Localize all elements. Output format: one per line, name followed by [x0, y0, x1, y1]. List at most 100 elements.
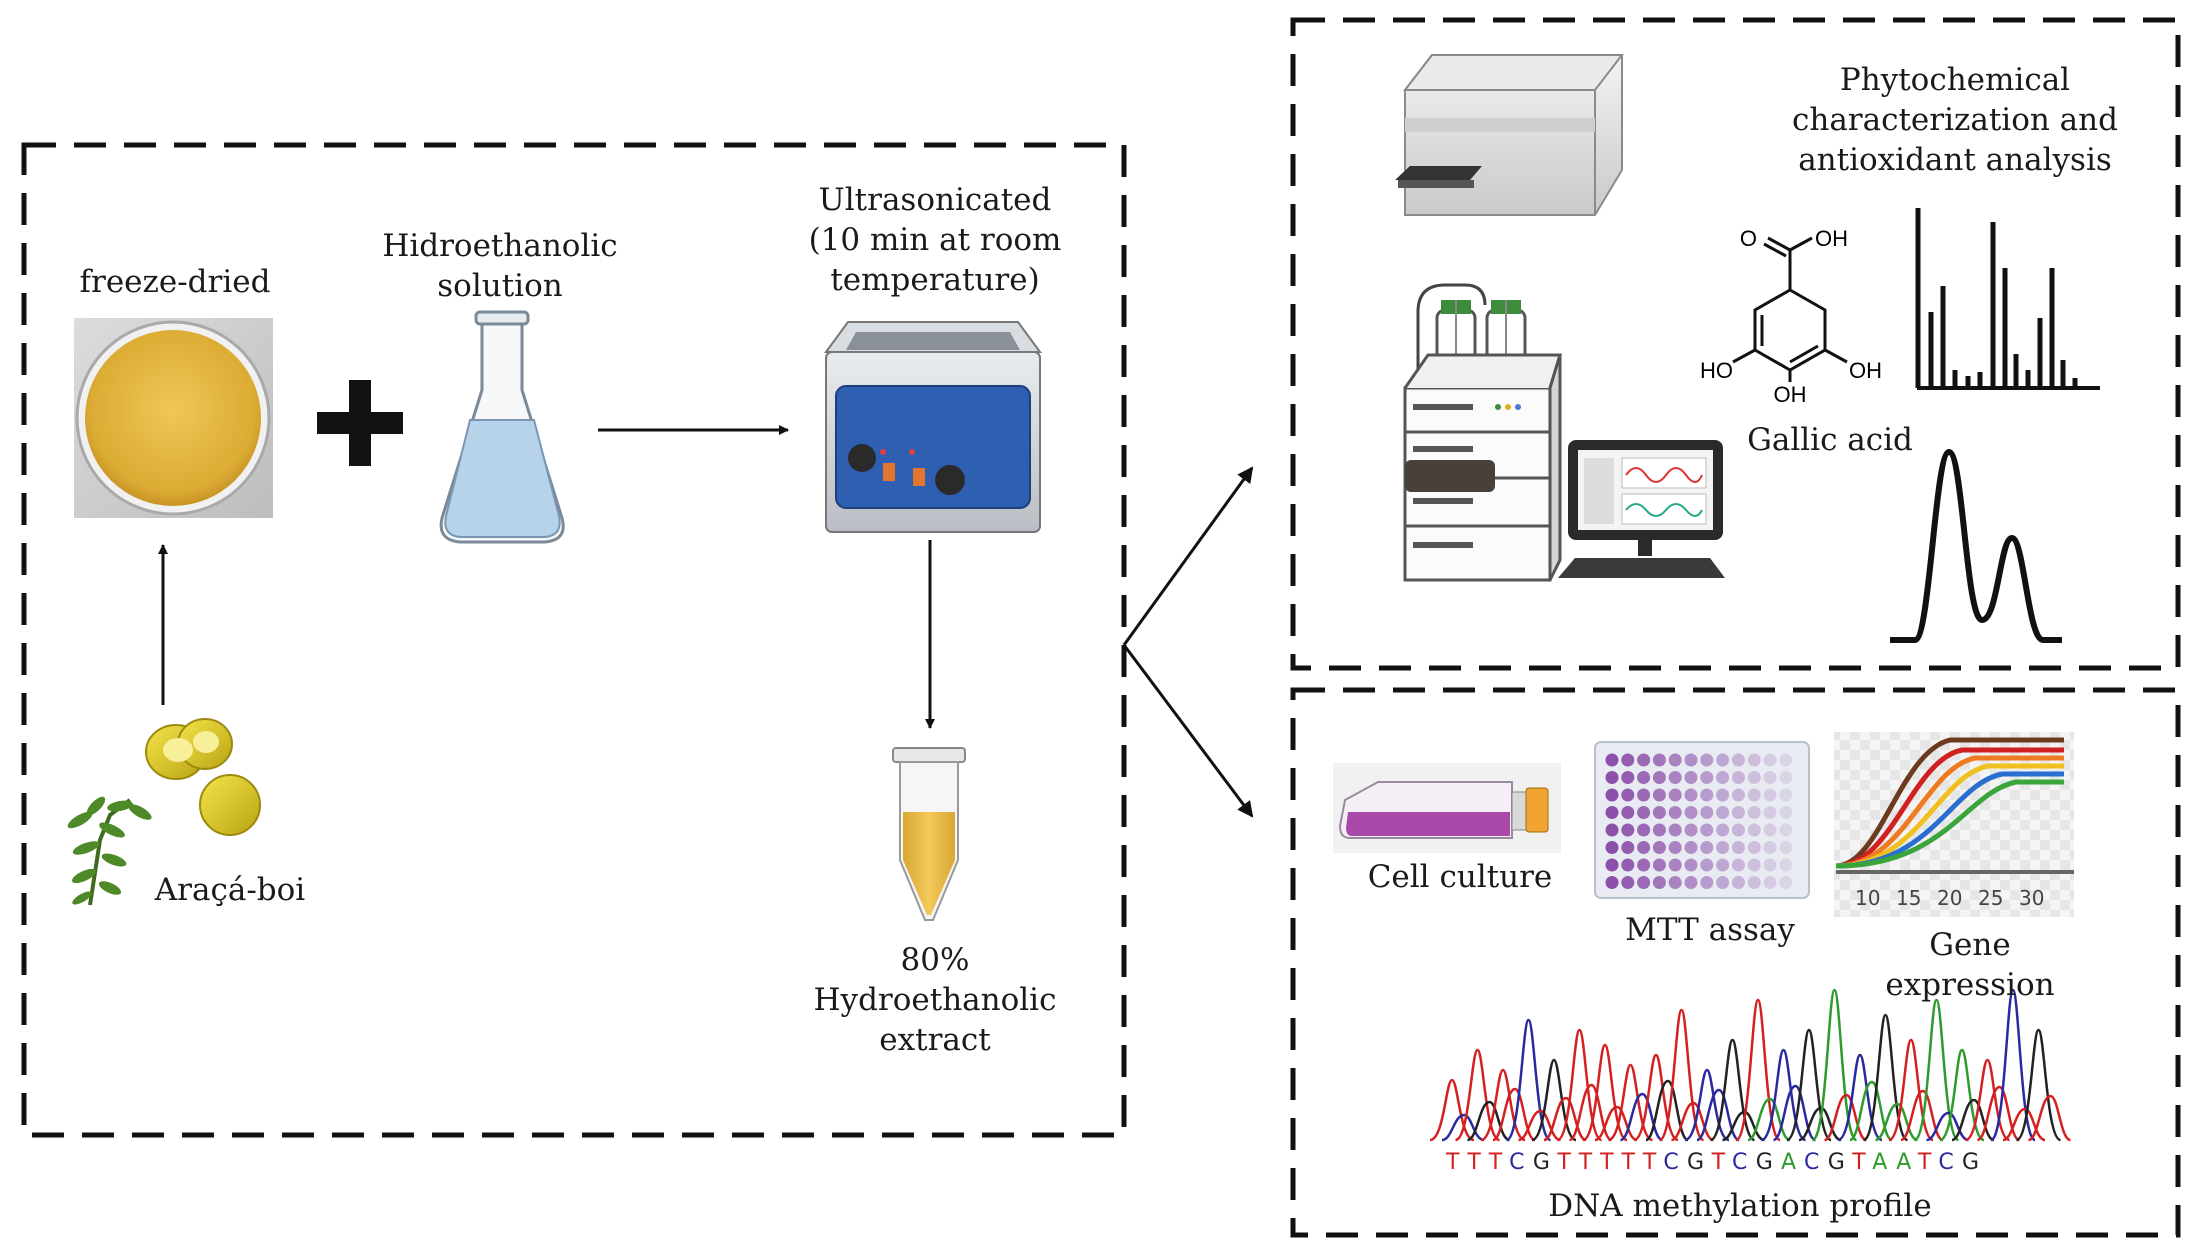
mtt-well [1731, 806, 1745, 819]
bottom-right-panel-border [1290, 687, 2181, 1238]
cell-culture-label: Cell culture [1367, 859, 1553, 895]
mtt-well [1716, 858, 1730, 872]
mtt-assay-label: MTT assay [1625, 912, 1795, 948]
dna-minor-peak [1518, 1109, 1561, 1142]
mtt-well [1637, 771, 1651, 784]
mtt-well [1605, 823, 1619, 837]
gallic-o: O [1740, 226, 1757, 251]
mtt-well [1747, 876, 1761, 889]
mtt-well [1637, 841, 1651, 854]
mtt-well [1747, 806, 1761, 819]
mtt-well [1731, 771, 1745, 784]
dna-base: T [1467, 1150, 1489, 1175]
gene-axis-tick: 25 [1978, 886, 2004, 910]
mtt-well [1763, 788, 1777, 802]
mtt-well [1684, 823, 1698, 837]
mtt-well [1779, 788, 1793, 802]
arrow-to-analysis [1122, 466, 1254, 646]
dna-base: G [1827, 1150, 1853, 1175]
mtt-well [1716, 753, 1730, 767]
dna-base: T [1488, 1150, 1510, 1175]
mtt-well [1605, 788, 1619, 802]
dna-base: C [1732, 1150, 1756, 1175]
dna-peak [2015, 1028, 2062, 1142]
dna-base: G [1532, 1150, 1558, 1175]
mtt-well [1621, 753, 1635, 767]
dna-peak [1939, 1048, 1985, 1142]
cell-culture-flask-image [1333, 763, 1561, 853]
mtt-well [1621, 823, 1635, 837]
mtt-well [1652, 823, 1666, 837]
dna-minor-peak [1926, 1111, 1969, 1142]
mtt-well [1684, 841, 1698, 854]
mtt-well [1763, 753, 1777, 767]
gene-axis-tick: 30 [2019, 886, 2045, 910]
mtt-well [1621, 841, 1635, 854]
mtt-well [1605, 806, 1619, 819]
dna-peak [1862, 1013, 1909, 1142]
mtt-well [1621, 771, 1635, 784]
mtt-well [1668, 788, 1682, 802]
mtt-well [1637, 753, 1651, 767]
dna-minor-peak [1670, 1101, 1715, 1142]
dna-minor-peak [1619, 1092, 1664, 1142]
mtt-well [1763, 876, 1777, 889]
mtt-well [1668, 876, 1682, 889]
mtt-well [1731, 876, 1745, 889]
dna-minor-peak [1543, 1096, 1587, 1142]
dna-peak [1658, 1008, 1705, 1142]
dna-base: C [1938, 1150, 1963, 1175]
mtt-well [1731, 788, 1745, 802]
mtt-well [1652, 753, 1666, 767]
mtt-well [1684, 753, 1698, 767]
mtt-well [1700, 806, 1714, 819]
dna-base: G [1686, 1150, 1712, 1175]
dna-base: T [1852, 1150, 1873, 1175]
mtt-well [1668, 753, 1682, 767]
dna-peak [1556, 1028, 1603, 1142]
mtt-well [1747, 841, 1761, 854]
gene-expression-label: Gene expression [1885, 927, 2055, 1003]
dna-base: T [1642, 1150, 1664, 1175]
dna-base: G [1755, 1150, 1782, 1175]
dna-base: C [1663, 1150, 1687, 1175]
gene-axis-tick: 20 [1937, 886, 1963, 910]
gallic-ho-left: HO [1700, 358, 1733, 383]
mtt-well [1637, 858, 1651, 872]
mtt-well [1684, 788, 1698, 802]
mtt-well [1700, 753, 1714, 767]
gallic-oh-bottom: OH [1774, 382, 1807, 407]
mtt-well [1621, 806, 1635, 819]
mtt-well [1763, 841, 1777, 854]
mtt-well [1652, 858, 1666, 872]
dna-minor-peak [1594, 1105, 1638, 1142]
mtt-well [1684, 806, 1698, 819]
mtt-well [1747, 823, 1761, 837]
dna-base: T [1600, 1150, 1622, 1175]
mtt-well [1747, 753, 1761, 767]
mtt-well [1747, 771, 1761, 784]
araca-boi-label: Araçá-boi [154, 872, 306, 908]
mtt-well [1668, 823, 1682, 837]
mtt-well [1747, 788, 1761, 802]
mtt-well [1763, 771, 1777, 784]
mtt-well [1716, 876, 1730, 889]
mtt-well [1668, 806, 1682, 819]
dna-base: C [1804, 1150, 1828, 1175]
mtt-well [1605, 771, 1619, 784]
dna-base: T [1446, 1150, 1468, 1175]
extract-label: 80% Hydroethanolic extract [813, 942, 1057, 1058]
dna-base: T [1621, 1150, 1643, 1175]
mtt-well [1747, 858, 1761, 872]
extract-tube-image [892, 747, 966, 921]
dna-base: T [1557, 1150, 1579, 1175]
dna-peak [1913, 998, 1960, 1142]
dna-minor-peak [2002, 1107, 2046, 1142]
mtt-well [1779, 858, 1793, 872]
mtt-well [1637, 788, 1651, 802]
mass-spectrum-plot [1915, 208, 2100, 390]
freeze-dried-powder-image [74, 318, 273, 518]
mtt-well [1779, 753, 1793, 767]
